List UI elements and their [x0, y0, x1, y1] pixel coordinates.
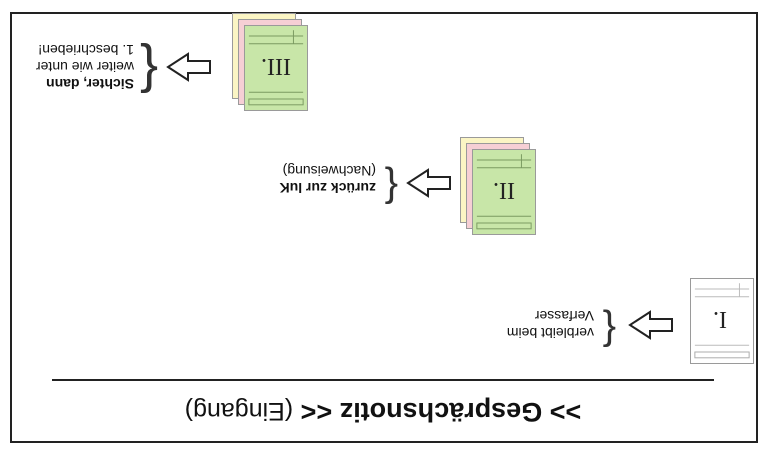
copy-3-brace: { — [139, 42, 158, 102]
copy-3-label-line-2: weiter wie unter — [35, 59, 134, 75]
title-sub: (Eingang) — [184, 397, 294, 425]
copy-1-label-line-2: Verfasser — [534, 308, 594, 324]
copy-2-sheet-green: II. — [472, 149, 536, 235]
copy-1-label: verbleibt beim Verfasser — [507, 307, 594, 341]
copy-3-label: Sichter, dann weiter wie unter 1. beschr… — [36, 41, 134, 92]
copy-2-roman: II. — [493, 177, 515, 203]
copy-3-arrow-icon — [166, 52, 211, 82]
copy-1-arrow-icon — [628, 310, 673, 340]
copy-1-brace: { — [602, 309, 616, 353]
copy-2-label-line-2: (Nachweisung) — [282, 163, 376, 179]
copy-3-label-line-3: 1. beschrieben! — [38, 42, 134, 58]
copy-3-label-line-1: Sichter, dann — [46, 76, 134, 92]
copy-3-sheet-green: III. — [244, 25, 308, 111]
title-rule — [52, 379, 714, 381]
form-lines-icon — [248, 30, 304, 106]
form-lines-icon — [694, 283, 750, 359]
title-main: >> Gesprächsnotiz << — [300, 397, 582, 427]
copy-2-label-line-1: zurück zur luK — [279, 180, 376, 196]
copy-1-label-line-1: verbleibt beim — [506, 325, 594, 341]
copy-2-label: zurück zur luK (Nachweisung) — [280, 162, 376, 196]
copy-2-arrow-icon — [406, 168, 451, 198]
diagram-title: >> Gesprächsnotiz << (Eingang) — [20, 387, 746, 437]
copy-3-roman: III. — [261, 53, 291, 79]
copy-1-roman: I. — [713, 306, 727, 332]
copy-1-sheet: I. — [690, 278, 754, 364]
form-lines-icon — [476, 154, 532, 230]
copy-2-brace: { — [384, 166, 398, 210]
